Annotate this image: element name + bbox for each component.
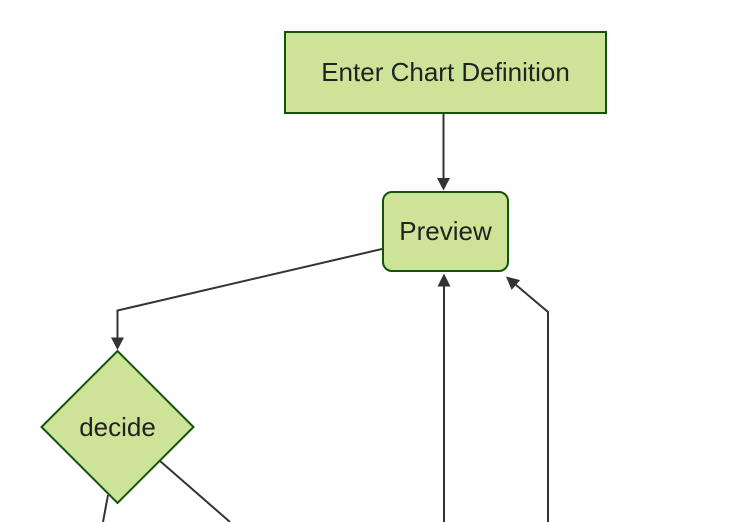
node-enter-chart-definition-label: Enter Chart Definition — [321, 57, 570, 87]
node-preview: Preview — [382, 191, 509, 272]
node-decide-shape — [40, 349, 195, 505]
node-preview-label: Preview — [399, 216, 492, 246]
node-enter-chart-definition: Enter Chart Definition — [284, 31, 607, 114]
edge-decide-to-offscreen-right — [159, 460, 231, 522]
edge-preview-to-decide — [116, 248, 383, 339]
node-decide-label: decide — [79, 411, 156, 442]
arrowhead-preview-to-decide — [111, 337, 124, 350]
arrowhead-offscreen-bottom-to-preview — [437, 273, 451, 287]
edge-offscreen-right-to-preview — [514, 283, 549, 522]
arrowhead-enterdef-to-preview — [437, 178, 450, 191]
node-decide: decide — [47, 411, 188, 443]
edge-decide-to-offscreen-left — [102, 494, 109, 522]
arrowhead-offscreen-right-to-preview — [506, 276, 521, 290]
